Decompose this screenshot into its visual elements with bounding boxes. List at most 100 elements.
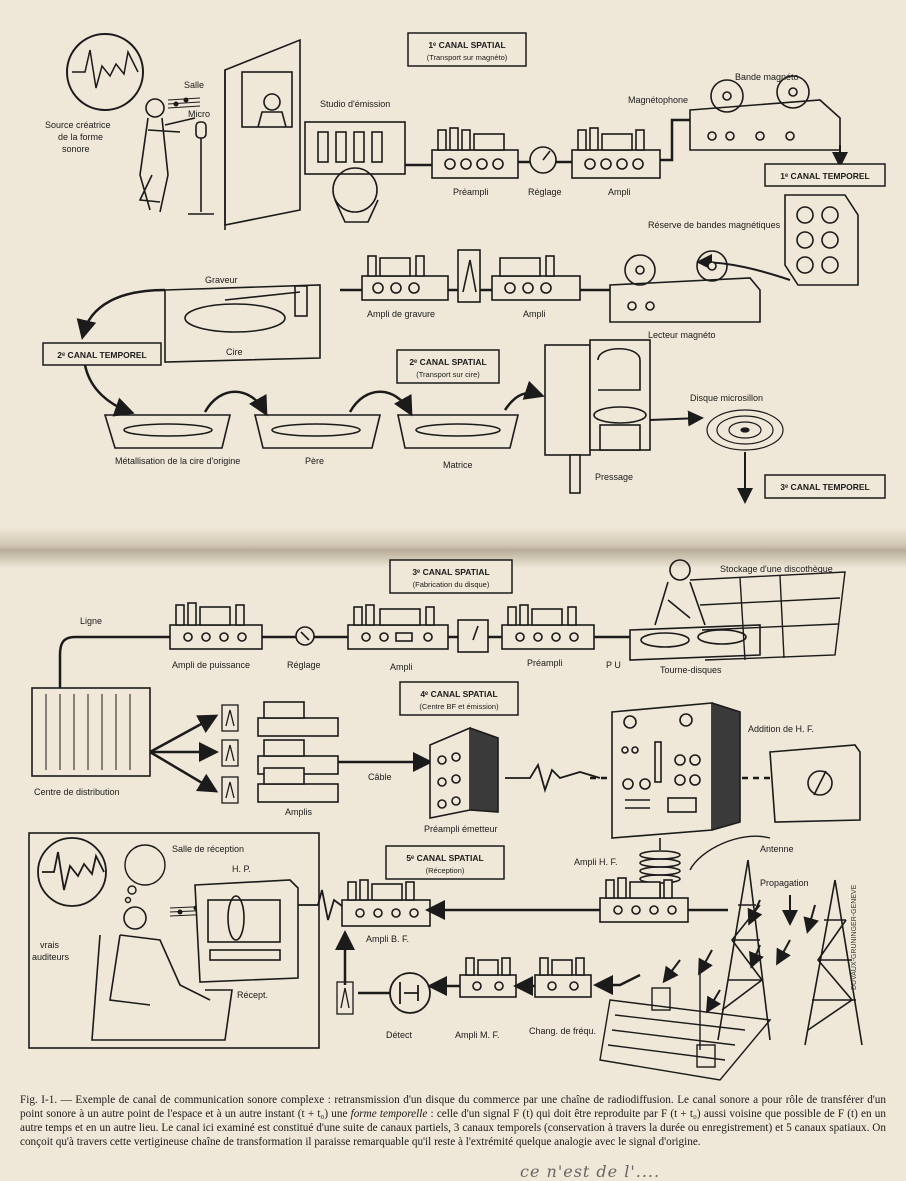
- hp-label: H. P.: [232, 864, 251, 874]
- ampli-mf-device: [459, 957, 517, 998]
- source-label-2: de la forme: [58, 132, 103, 142]
- ampli-device: [571, 127, 661, 179]
- radio-receiver: [194, 879, 299, 983]
- ligne-label: Ligne: [80, 616, 102, 626]
- amplis-label: Amplis: [285, 807, 313, 817]
- svg-text:2ᵉ CANAL SPATIAL: 2ᵉ CANAL SPATIAL: [409, 357, 486, 367]
- turntables: [629, 624, 761, 661]
- ampli-device-3: [347, 604, 449, 650]
- studio-label: Studio d'émission: [320, 99, 390, 109]
- canal-temporel-3-box: 3ᵉ CANAL TEMPOREL: [764, 474, 886, 499]
- ampli-device-2: [491, 255, 581, 301]
- signal-wires-row4: [58, 635, 630, 690]
- reglage-knob-icon: [295, 626, 315, 646]
- svg-text:1ᵉ CANAL TEMPOREL: 1ᵉ CANAL TEMPOREL: [780, 171, 869, 181]
- svg-text:(Fabrication du disque): (Fabrication du disque): [413, 580, 490, 589]
- ampli-bf-device: [341, 879, 431, 927]
- canal-spatial-3-box: 3ᵉ CANAL SPATIAL (Fabrication du disque): [389, 559, 513, 594]
- ampli-hf-device: [599, 877, 689, 923]
- amplis-rack: [257, 701, 339, 803]
- ampli-gravure-label: Ampli de gravure: [367, 309, 435, 319]
- record-library-shelf: [689, 571, 846, 661]
- propagation-label: Propagation: [760, 878, 809, 888]
- vu-meter-icon: [457, 619, 489, 653]
- antenna-towers: [717, 859, 863, 1046]
- svg-text:2ᵉ CANAL TEMPOREL: 2ᵉ CANAL TEMPOREL: [57, 350, 146, 360]
- canal-spatial-1-box: 1ᵉ CANAL SPATIAL (Transport sur magnéto): [407, 32, 527, 67]
- salle-reception-label: Salle de réception: [172, 844, 244, 854]
- caption-text-2: : celle d'un signal F (t) qui doit être …: [20, 1108, 886, 1148]
- ampli-hf-label: Ampli H. F.: [574, 857, 618, 867]
- canal-spatial-5-box: 5ᵉ CANAL SPATIAL (Réception): [385, 845, 505, 880]
- antenne-label: Antenne: [760, 844, 794, 854]
- ampli-puissance-device: [169, 602, 263, 650]
- tape-shelf: [784, 194, 859, 286]
- signal-wires-top: [405, 118, 690, 167]
- reception-waveform-icon: [37, 837, 107, 907]
- roof-house: [599, 970, 772, 1081]
- source-label-3: sonore: [62, 144, 90, 154]
- preampli-emetteur-label: Préampli émetteur: [424, 824, 498, 834]
- graveur-label: Graveur: [205, 275, 238, 285]
- ampli-gravure-device: [361, 255, 449, 301]
- source-label-1: Source créatrice: [45, 120, 111, 130]
- reserve-label: Réserve de bandes magnétiques: [648, 220, 781, 230]
- distribution-arrows: [149, 714, 219, 793]
- salle-label: Salle: [184, 80, 204, 90]
- svg-text:(Centre BF et émission): (Centre BF et émission): [419, 702, 499, 711]
- music-notes-icon: [167, 97, 201, 109]
- caption-emphasis: forme temporelle: [350, 1108, 428, 1120]
- reglage-label: Réglage: [528, 187, 562, 197]
- canal-temporel-1-box: 1ᵉ CANAL TEMPOREL: [764, 163, 886, 187]
- preampli-device: [431, 127, 519, 179]
- hf-oscillator: [769, 744, 861, 823]
- preampli-device-3: [501, 604, 595, 650]
- preampli-emetteur-device: [429, 726, 499, 819]
- coil-icon: [639, 838, 681, 898]
- detect-label: Détect: [386, 1030, 413, 1040]
- preampli-label: Préampli: [453, 187, 489, 197]
- source-waveform-icon: [66, 33, 144, 111]
- canal-spatial-2-box: 2ᵉ CANAL SPATIAL (Transport sur cire): [396, 349, 500, 384]
- figure-caption: Fig. I-1. — Exemple de canal de communic…: [20, 1093, 886, 1149]
- ampli-label-2: Ampli: [523, 309, 546, 319]
- ampli-label: Ampli: [608, 187, 631, 197]
- tourne-label: Tourne-disques: [660, 665, 722, 675]
- violinist-figure: [138, 98, 196, 213]
- centre-label: Centre de distribution: [34, 787, 120, 797]
- canal-spatial-4-box: 4ᵉ CANAL SPATIAL (Centre BF et émission): [399, 681, 519, 716]
- cable-label: Câble: [368, 772, 392, 782]
- lecteur-label: Lecteur magnéto: [648, 330, 716, 340]
- stockage-label: Stockage d'une discothèque: [720, 564, 833, 574]
- matrice-label: Matrice: [443, 460, 473, 470]
- handwritten-note: ce n'est de l'....: [520, 1162, 661, 1181]
- detector-tube-icon: [389, 972, 431, 1014]
- svg-text:(Réception): (Réception): [426, 866, 465, 875]
- reception-panel: [28, 832, 320, 1049]
- signal-wires-bottom: [335, 930, 641, 996]
- record-cutter: [164, 284, 321, 363]
- reglage-label-2: Réglage: [287, 660, 321, 670]
- svg-text:(Transport sur cire): (Transport sur cire): [416, 370, 480, 379]
- thought-bubble-icon: [124, 844, 166, 904]
- metallisation-label: Métallisation de la cire d'origine: [115, 456, 240, 466]
- listener-armchair: [91, 906, 233, 1041]
- bath-matrice: [397, 414, 520, 449]
- chang-frequ-device: [534, 957, 592, 998]
- recept-label: Récept.: [237, 990, 268, 1000]
- mixing-desk: [304, 121, 406, 223]
- vrais-label-1: vrais: [40, 940, 60, 950]
- addition-label: Addition de H. F.: [748, 724, 814, 734]
- filter-device: [457, 249, 481, 303]
- tape-recorder-1: [689, 75, 841, 151]
- ampli-bf-label: Ampli B. F.: [366, 934, 409, 944]
- svg-text:(Transport sur magnéto): (Transport sur magnéto): [427, 53, 508, 62]
- bande-label: Bande magnéto: [735, 72, 799, 82]
- preampli-label-3: Préampli: [527, 658, 563, 668]
- svg-text:1ᵉ CANAL SPATIAL: 1ᵉ CANAL SPATIAL: [428, 40, 505, 50]
- waveform-frame-bottom: [336, 981, 354, 1015]
- record-press: [544, 339, 651, 494]
- bath-pere: [253, 414, 382, 449]
- svg-text:5ᵉ CANAL SPATIAL: 5ᵉ CANAL SPATIAL: [406, 853, 483, 863]
